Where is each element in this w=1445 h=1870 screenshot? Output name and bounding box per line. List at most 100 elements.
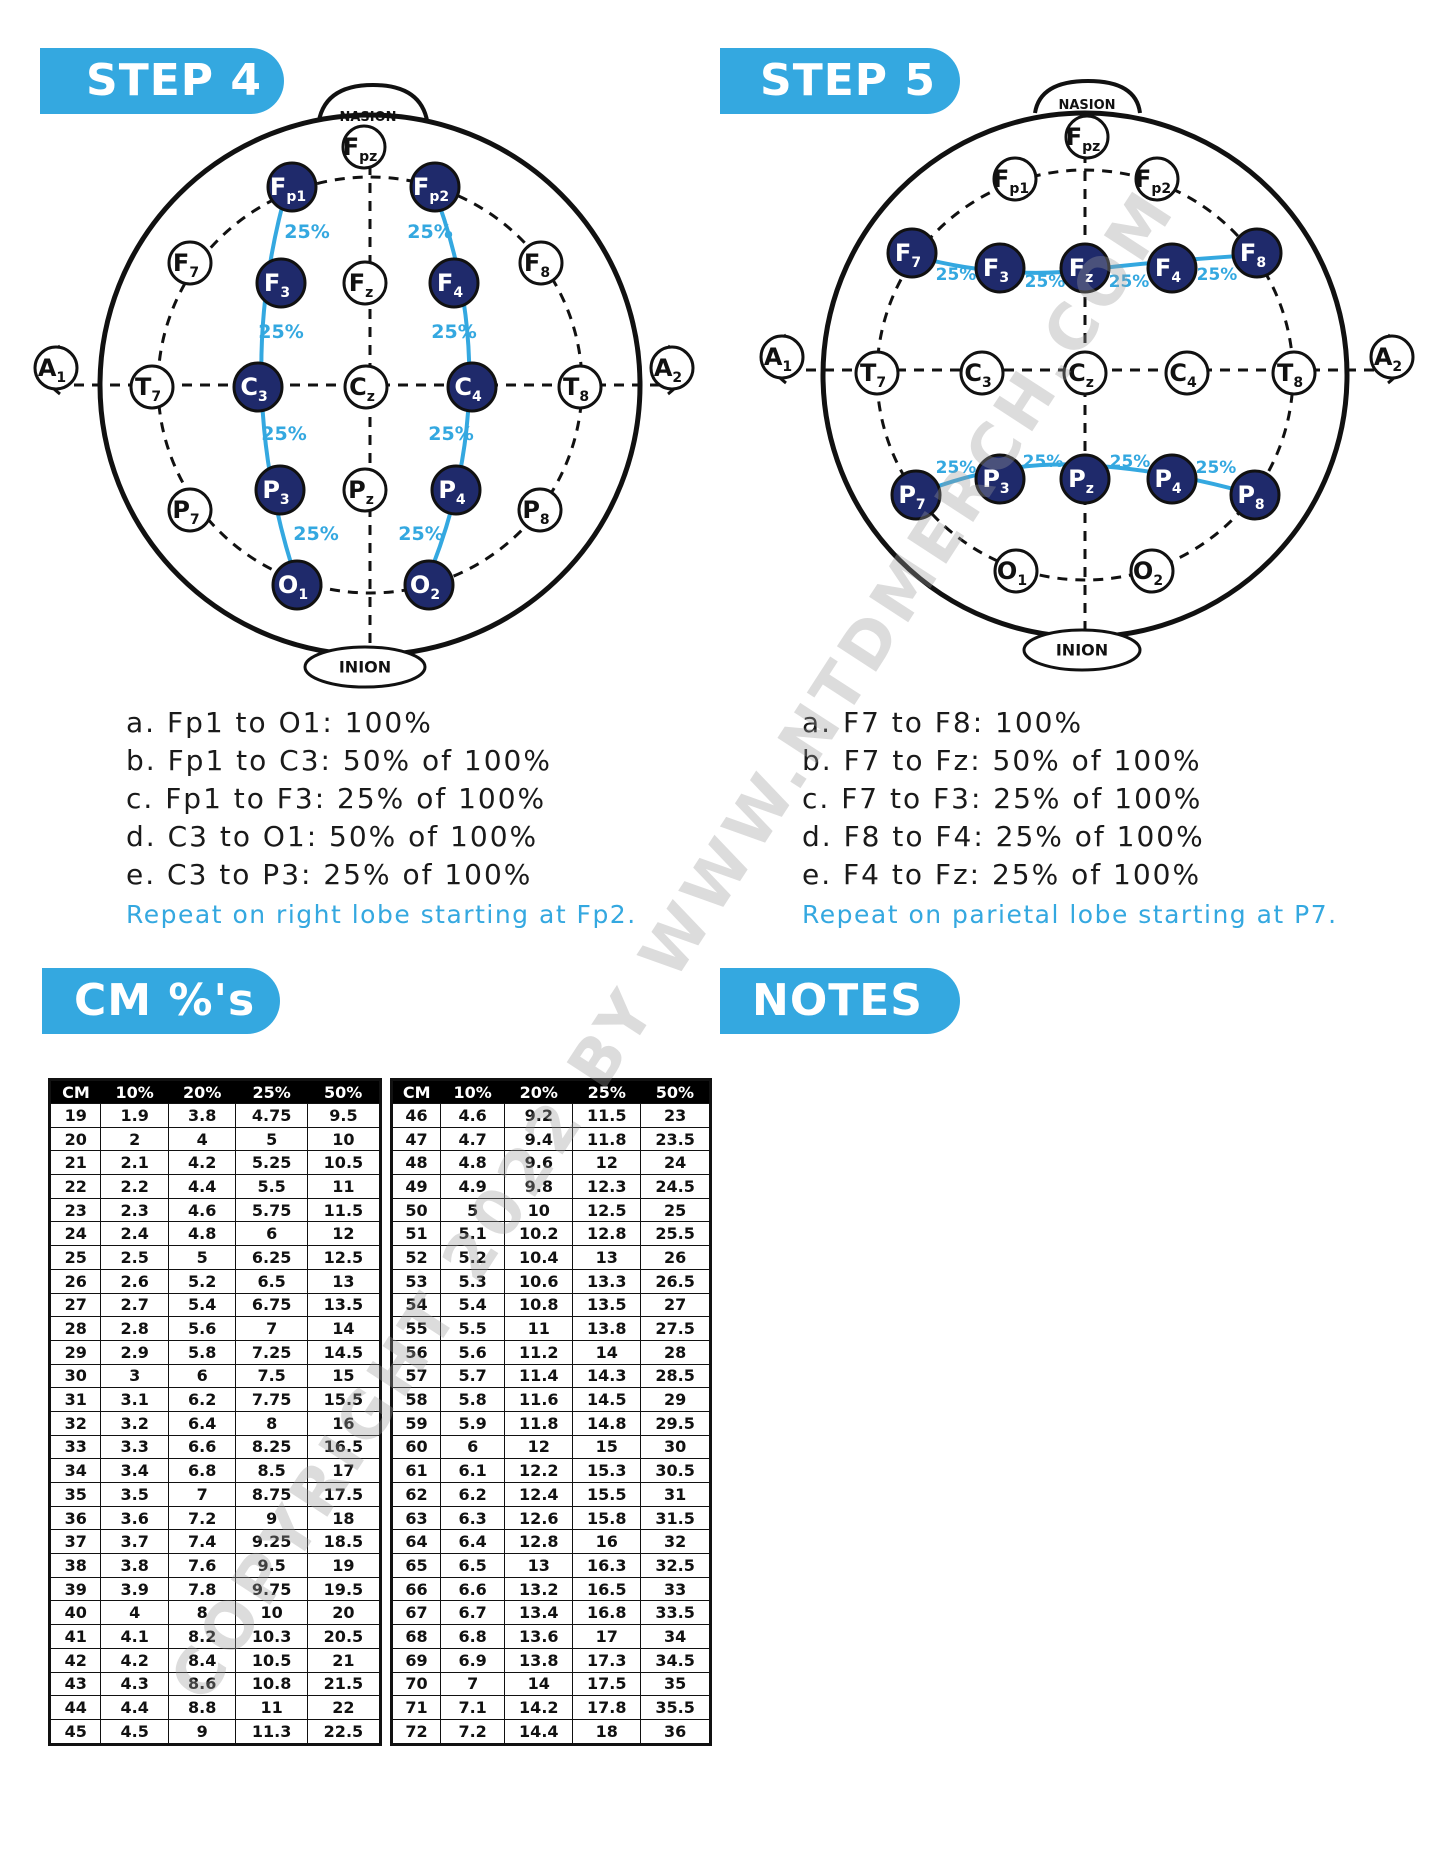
table-cell: 27.5 [640, 1316, 711, 1341]
electrode-f3: F3 [974, 242, 1026, 294]
step4-instructions: a. Fp1 to O1: 100% b. Fp1 to C3: 50% of … [126, 704, 637, 934]
nose-bump [1033, 78, 1142, 114]
svg-text:Fz: Fz [1069, 254, 1094, 286]
table-cell: 3 [100, 1363, 169, 1389]
svg-text:C3: C3 [240, 373, 267, 405]
table-cell: 6 [439, 1434, 506, 1460]
table-cell: 8.75 [235, 1482, 308, 1507]
svg-text:P8: P8 [1237, 481, 1264, 513]
step4-banner: STEP 4 [40, 48, 284, 114]
step5-banner: STEP 5 [720, 48, 960, 114]
svg-text:P3: P3 [982, 465, 1009, 497]
electrode-o1: O1 [993, 548, 1039, 594]
table-cell: 38 [48, 1553, 102, 1578]
table-cell: 16.5 [572, 1576, 642, 1602]
svg-text:Cz: Cz [1068, 359, 1094, 391]
table-cell: 5 [439, 1197, 506, 1223]
table-cell: 36 [48, 1505, 102, 1531]
svg-text:P3: P3 [262, 476, 289, 508]
table-cell: 3.8 [100, 1553, 169, 1578]
step5-note: Repeat on parietal lobe starting at P7. [802, 900, 1338, 929]
column-header: 25% [235, 1079, 308, 1104]
step5-instruction: c. F7 to F3: 25% of 100% [802, 782, 1203, 815]
table-cell: 22 [306, 1695, 382, 1720]
table-cell: 5 [235, 1126, 308, 1152]
table-cell: 30 [640, 1434, 711, 1460]
svg-text:O1: O1 [278, 571, 308, 603]
table-cell: 22 [48, 1174, 102, 1199]
electrode-p7: P7 [167, 487, 213, 533]
inion-shape [303, 645, 427, 689]
electrode-fz: Fz [342, 260, 388, 306]
table-cell: 24 [48, 1221, 102, 1247]
table-cell: 62 [391, 1482, 441, 1507]
table-cell: 61 [391, 1458, 441, 1483]
table-cell: 12.6 [504, 1505, 574, 1531]
table-cell: 41 [48, 1624, 102, 1649]
table-cell: 14 [504, 1671, 574, 1697]
table-cell: 2.4 [100, 1221, 169, 1247]
percent-label: 25% [398, 523, 443, 545]
table-cell: 6.7 [439, 1600, 506, 1626]
table-cell: 2.7 [100, 1292, 169, 1318]
percent-label: 25% [258, 321, 303, 343]
step5-head-diagram: NASION25%25%25%25%25%25%25%25%INIONFpzFp… [759, 78, 1415, 672]
table-cell: 10.6 [504, 1268, 574, 1294]
table-cell: 12.3 [572, 1174, 642, 1199]
electrode-a1: A1 [33, 344, 79, 396]
inion-label: INION [339, 658, 391, 677]
table-cell: 28.5 [640, 1363, 711, 1389]
step4-instruction: b. Fp1 to C3: 50% of 100% [126, 744, 552, 777]
table-cell: 5.4 [439, 1292, 506, 1318]
table-cell: 12.5 [572, 1197, 642, 1223]
table-cell: 35.5 [640, 1695, 711, 1720]
table-cell: 2.9 [100, 1339, 169, 1365]
table-cell: 7.6 [167, 1553, 237, 1578]
table-cell: 27 [640, 1292, 711, 1318]
table-cell: 13 [504, 1553, 574, 1578]
electrode-a1: A1 [759, 333, 805, 385]
table-cell: 5.4 [167, 1292, 237, 1318]
table-cell: 7 [235, 1316, 308, 1341]
table-cell: 13 [306, 1268, 382, 1294]
table-cell: 17.5 [306, 1482, 382, 1507]
table-cell: 33 [48, 1434, 102, 1460]
table-cell: 67 [391, 1600, 441, 1626]
table-cell: 10.4 [504, 1245, 574, 1270]
table-cell: 5.8 [439, 1387, 506, 1412]
table-cell: 60 [391, 1434, 441, 1460]
table-cell: 19.5 [306, 1576, 382, 1602]
table-cell: 9 [167, 1718, 237, 1745]
table-cell: 17.5 [572, 1671, 642, 1697]
table-cell: 8.2 [167, 1624, 237, 1649]
table-cell: 46 [391, 1103, 441, 1128]
table-cell: 53 [391, 1268, 441, 1294]
table-cell: 72 [391, 1718, 441, 1745]
electrode-p8: P8 [517, 487, 563, 533]
electrode-cz: Cz [343, 364, 389, 410]
table-cell: 6.5 [439, 1553, 506, 1578]
table-cell: 12 [504, 1434, 574, 1460]
electrode-o2: O2 [1129, 548, 1175, 594]
table-cell: 14 [572, 1339, 642, 1365]
table-cell: 7.8 [167, 1576, 237, 1602]
table-cell: 4.1 [100, 1624, 169, 1649]
table-cell: 28 [640, 1339, 711, 1365]
table-cell: 11.5 [306, 1197, 382, 1223]
table-cell: 5.2 [167, 1268, 237, 1294]
